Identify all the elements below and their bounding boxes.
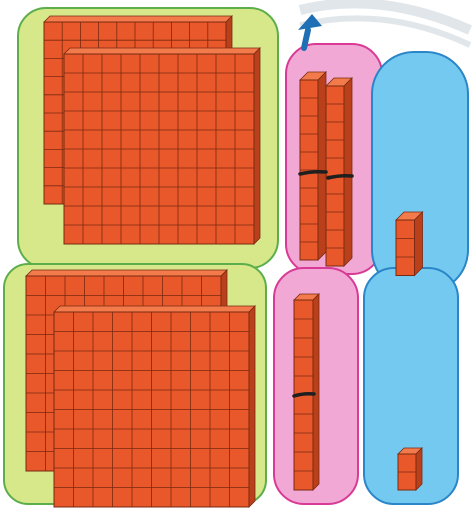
ten-rod-bottom-1 — [294, 294, 319, 490]
hundred-flat-top-2 — [64, 48, 260, 244]
ones-stack-bottom — [398, 448, 422, 490]
ten-rod-top-2 — [326, 78, 352, 266]
ones-stack-top — [396, 212, 423, 276]
ten-rod-top-1 — [300, 72, 326, 260]
hundred-flat-bottom-2 — [54, 306, 255, 507]
